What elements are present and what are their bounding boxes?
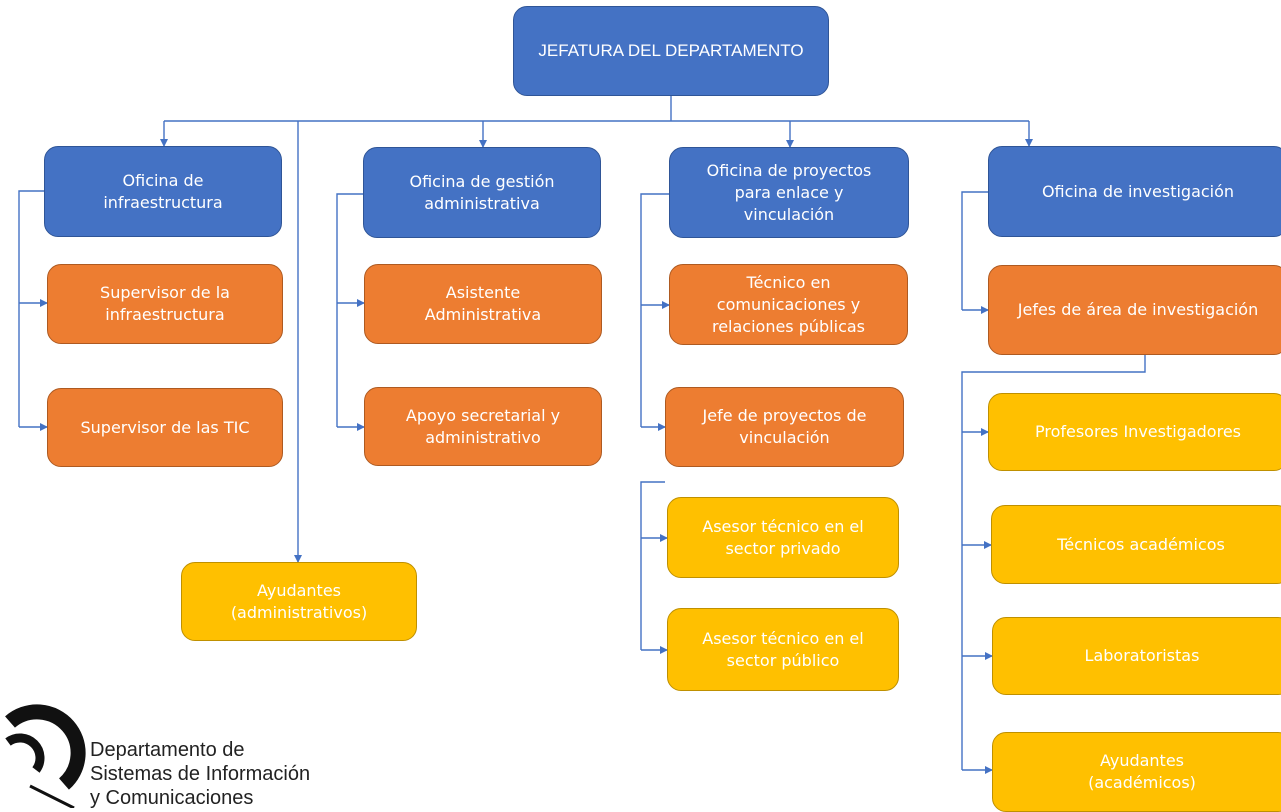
node-oficina-gestion: Oficina de gestión administrativa — [363, 147, 601, 238]
connector-jefe-proy-trunk — [640, 481, 665, 650]
connector-jefes-area-trunk — [961, 355, 1146, 770]
node-supervisor-infraestructura: Supervisor de la infraestructura — [47, 264, 283, 344]
connector-proyectos-trunk — [640, 193, 670, 427]
node-jefatura: JEFATURA DEL DEPARTAMENTO — [513, 6, 829, 96]
node-oficina-proyectos: Oficina de proyectos para enlace y vincu… — [669, 147, 909, 238]
node-oficina-infraestructura: Oficina de infraestructura — [44, 146, 282, 237]
node-ayudantes-administrativos: Ayudantes (administrativos) — [181, 562, 417, 641]
node-oficina-investigacion: Oficina de investigación — [988, 146, 1281, 237]
connector-infra-trunk — [18, 190, 46, 427]
department-logo-text: Departamento de Sistemas de Información … — [90, 739, 311, 809]
node-laboratoristas: Laboratoristas — [992, 617, 1281, 695]
node-jefes-area-investigacion: Jefes de área de investigación — [988, 265, 1281, 355]
node-tecnico-comunicaciones: Técnico en comunicaciones y relaciones p… — [669, 264, 908, 345]
connector-investigacion-trunk — [961, 191, 989, 310]
connector-gestion-trunk — [336, 193, 365, 427]
node-asesor-sector-publico: Asesor técnico en el sector público — [667, 608, 899, 691]
node-jefe-proyectos: Jefe de proyectos de vinculación — [665, 387, 904, 467]
department-logo-mark — [5, 704, 86, 808]
node-tecnicos-academicos: Técnicos académicos — [991, 505, 1281, 584]
node-supervisor-tic: Supervisor de las TIC — [47, 388, 283, 467]
node-apoyo-secretarial: Apoyo secretarial y administrativo — [364, 387, 602, 466]
node-asesor-sector-privado: Asesor técnico en el sector privado — [667, 497, 899, 578]
node-asistente-administrativa: Asistente Administrativa — [364, 264, 602, 344]
node-ayudantes-academicos: Ayudantes (académicos) — [992, 732, 1281, 812]
node-profesores-investigadores: Profesores Investigadores — [988, 393, 1281, 471]
